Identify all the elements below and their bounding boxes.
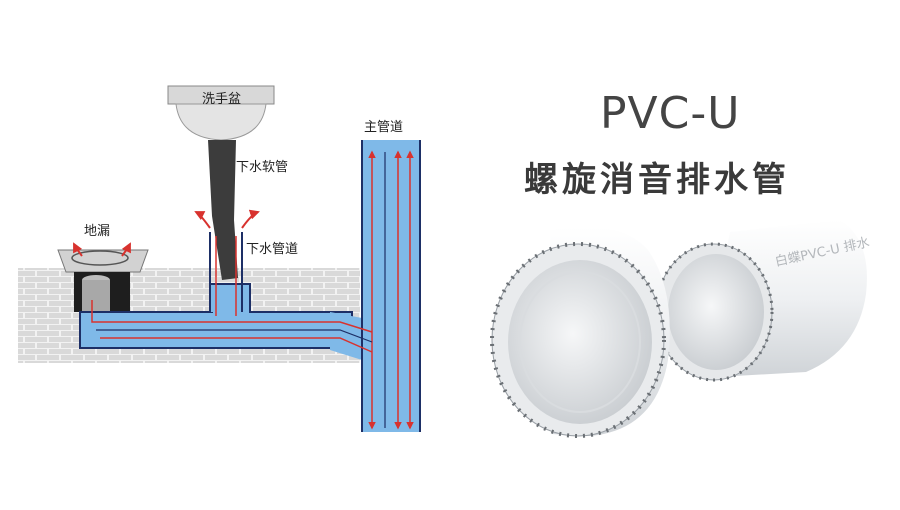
product-subtitle: 螺旋消音排水管 bbox=[524, 160, 790, 200]
label-basin: 洗手盆 bbox=[202, 92, 242, 107]
floor-drain bbox=[57, 249, 149, 312]
flow-line-1 bbox=[91, 300, 373, 333]
flow-line-3 bbox=[100, 337, 373, 353]
vent-arrow-left bbox=[194, 211, 211, 229]
pipe-rear: 白蝶PVC-U 排水 bbox=[654, 220, 871, 382]
label-floor-drain: 地漏 bbox=[84, 224, 111, 239]
pipe-illustration: 白蝶PVC-U 排水 bbox=[490, 220, 871, 438]
flow-line-2 bbox=[96, 329, 373, 343]
drain-arrow-right bbox=[121, 242, 131, 257]
label-hose: 下水软管 bbox=[236, 160, 289, 175]
pipe-front bbox=[490, 226, 670, 438]
product-title: PVC-U bbox=[600, 88, 741, 139]
drainage-diagram bbox=[18, 85, 421, 432]
drain-water-joint bbox=[330, 312, 362, 360]
flexible-hose bbox=[208, 140, 238, 280]
drain-arrow-left bbox=[73, 242, 83, 257]
wash-basin bbox=[167, 85, 275, 141]
label-main-duct: 主管道 bbox=[364, 120, 404, 135]
main-stack bbox=[361, 140, 421, 432]
label-drain-pipe: 下水管道 bbox=[246, 242, 299, 257]
vent-arrow-right bbox=[241, 209, 260, 229]
